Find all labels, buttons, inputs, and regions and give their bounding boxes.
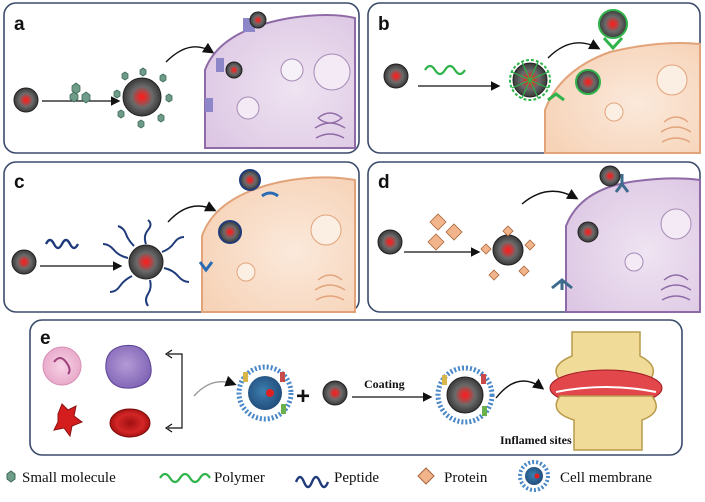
cell-membrane-icon (518, 460, 550, 492)
receptor (614, 174, 630, 193)
legend-peptide: Peptide (334, 470, 379, 486)
protein-cluster (427, 213, 463, 251)
arrow (165, 42, 215, 63)
arrow (167, 201, 217, 223)
protein-icon (417, 467, 435, 485)
golgi (660, 116, 692, 143)
nanoparticle (599, 165, 621, 187)
nanoparticle (13, 87, 39, 113)
arrow (193, 375, 237, 397)
nanoparticle (249, 11, 267, 29)
legend-polymer: Polymer (214, 470, 265, 486)
receptor (551, 278, 573, 290)
red-blood-cell (109, 408, 151, 438)
panel-b: b (367, 2, 701, 154)
neutrophil-cell (42, 346, 82, 386)
cell-membrane-vesicle (236, 364, 294, 422)
membrane-coated-nanoparticle (435, 365, 495, 425)
legend-cell-membrane: Cell membrane (560, 470, 652, 486)
nanoparticle (577, 221, 599, 243)
platelet-cell (53, 403, 84, 438)
vesicle (604, 102, 624, 122)
golgi (314, 112, 346, 139)
small-molecule-cluster (69, 82, 91, 104)
receptor (198, 261, 214, 273)
peptide-decorated-nanoparticle (102, 219, 190, 307)
nucleus (53, 357, 71, 375)
functionalized-nanoparticle (122, 77, 162, 117)
polymer-icon (159, 472, 211, 484)
receptor (602, 36, 624, 51)
peptide-icon (294, 475, 330, 489)
vesicle (660, 208, 692, 240)
vesicle (656, 64, 688, 96)
nanoparticle (239, 169, 261, 191)
vesicle (236, 262, 256, 282)
panel-c: c (3, 161, 360, 313)
receptor (216, 58, 224, 72)
arrow (547, 39, 601, 59)
panel-d: d (367, 161, 701, 313)
panel-d-label: d (378, 172, 390, 193)
panel-e-label: e (40, 328, 51, 349)
vesicle (313, 53, 351, 91)
receptor (205, 98, 213, 112)
macrophage-cell (105, 344, 152, 389)
inflamed-sites-label: Inflamed sites (500, 433, 572, 447)
legend-small-molecule: Small molecule (22, 470, 116, 486)
inflamed-joint (549, 331, 663, 451)
golgi (314, 274, 346, 301)
vesicle (280, 58, 304, 82)
panel-e-frame (29, 319, 683, 456)
panel-a-label: a (14, 14, 25, 35)
panel-a: a (3, 2, 360, 154)
vesicle (310, 214, 342, 246)
coating-label: Coating (364, 377, 405, 391)
vesicle (236, 96, 260, 120)
nanoparticle (322, 380, 348, 406)
nanoparticle (11, 249, 37, 275)
nanoparticle (598, 9, 628, 39)
panel-b-label: b (378, 14, 390, 35)
plus-sign: + (296, 383, 310, 410)
golgi (660, 274, 692, 301)
panel-e: e + Coating (29, 319, 683, 456)
legend-protein: Protein (444, 470, 488, 486)
nanoparticle (377, 229, 403, 255)
receptor (261, 191, 279, 198)
surface-small-molecules (113, 67, 173, 129)
small-molecule-icon (6, 470, 16, 483)
protein-decorated-nanoparticle (480, 225, 536, 281)
nanoparticle (575, 69, 601, 95)
arrow (521, 188, 579, 205)
nanoparticle (225, 61, 243, 79)
vesicle (624, 252, 644, 272)
polymer-coated-nanoparticle (509, 59, 551, 101)
cell (565, 177, 701, 313)
arrow (495, 378, 545, 399)
panel-c-label: c (14, 172, 25, 193)
polymer (424, 64, 466, 76)
nanoparticle (218, 220, 242, 244)
receptor (547, 92, 565, 102)
legend: Small molecule Polymer Peptide Protein C… (6, 460, 652, 492)
bracket (168, 353, 183, 429)
nanoparticle (383, 63, 409, 89)
peptide (44, 238, 80, 250)
